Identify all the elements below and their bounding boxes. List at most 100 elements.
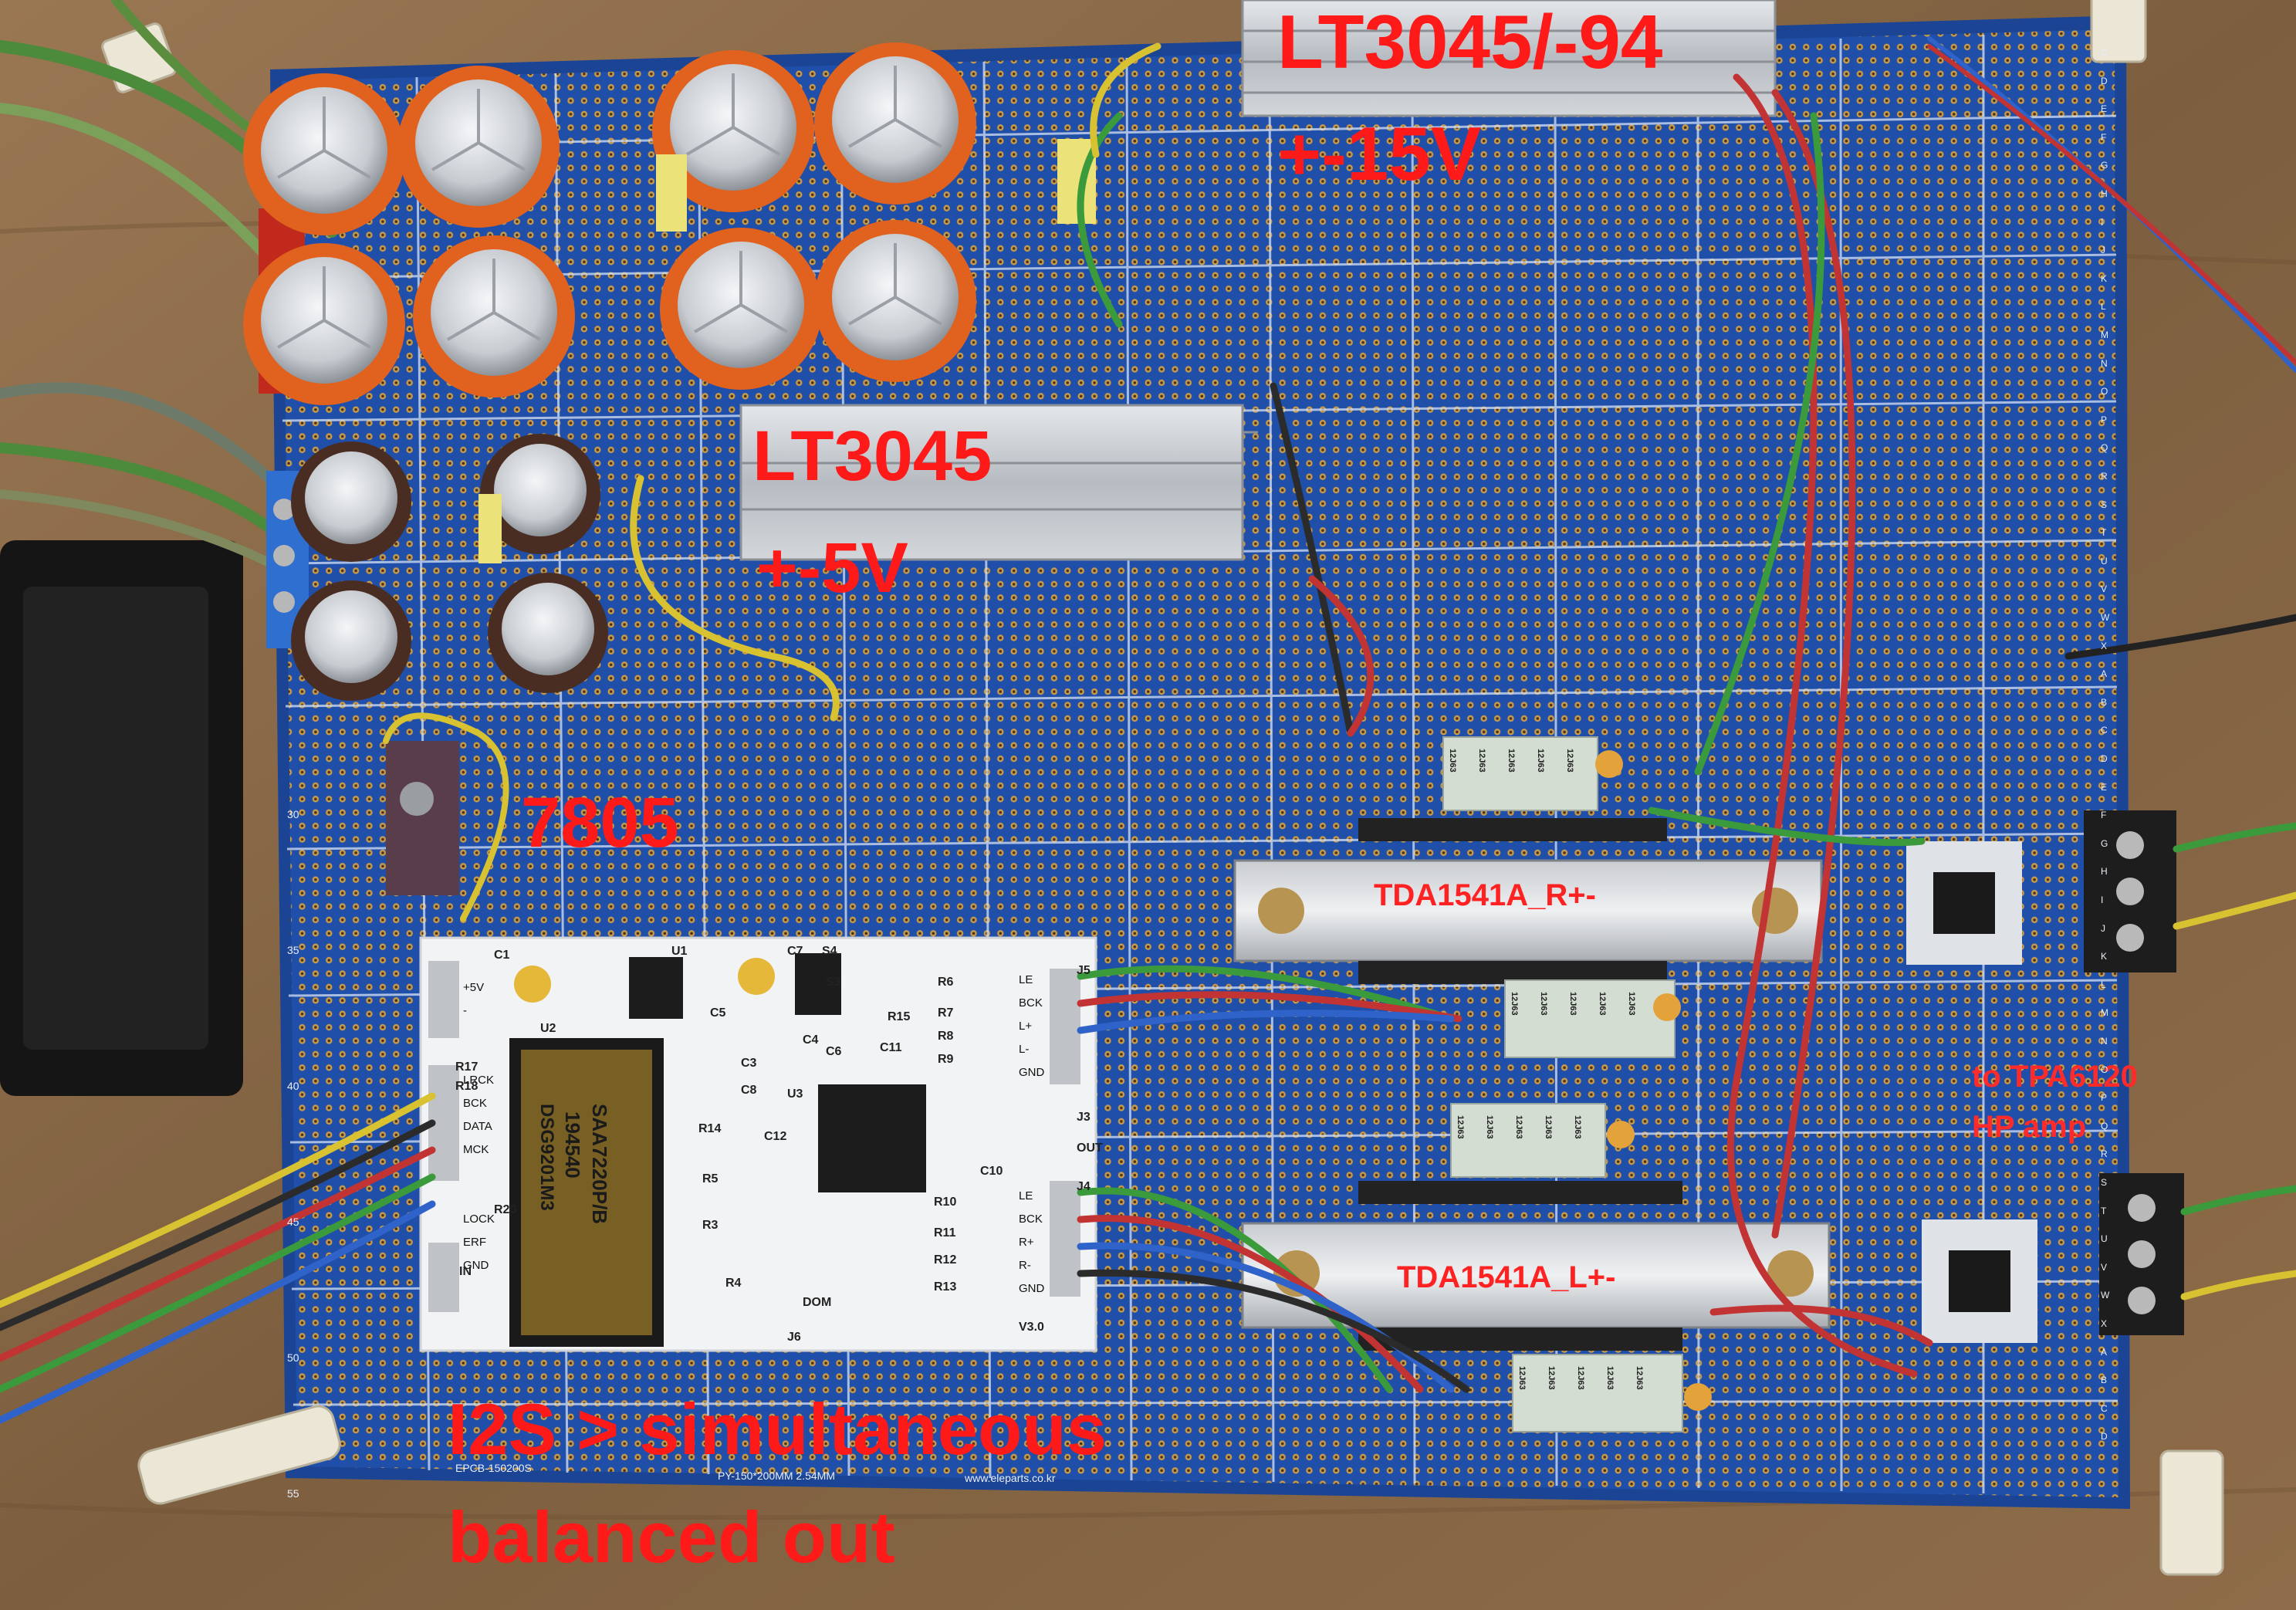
label-regulator-15v-voltage: +-15V — [1277, 111, 1482, 196]
heatsink-7805 — [386, 741, 459, 895]
column-letter: T — [2101, 1205, 2107, 1216]
column-letter: A — [2101, 668, 2108, 680]
resistor-mark: 12J63 — [1635, 1366, 1644, 1390]
column-letter: R — [2101, 471, 2108, 482]
resistor-mark: 12J63 — [1568, 992, 1577, 1016]
column-letter: O — [2101, 386, 2108, 397]
resistor-mark: 12J63 — [1547, 1366, 1556, 1390]
component-ref-j5: J5 — [1077, 964, 1091, 977]
pin-label: DATA — [463, 1120, 492, 1133]
heatsink-lt3045-5v — [739, 404, 1244, 561]
resistor-mark: 12J63 — [1477, 749, 1486, 773]
pin-label: L+ — [1019, 1020, 1033, 1033]
column-letter: C — [2101, 47, 2108, 58]
resistor-mark: 12J63 — [1573, 1115, 1582, 1139]
orange-capacitor-bank — [243, 42, 1096, 405]
component-ref-u3: U3 — [787, 1087, 803, 1101]
component-ref-r14: R14 — [698, 1122, 722, 1135]
component-ref-c7: C7 — [787, 945, 803, 958]
column-letter: K — [2101, 951, 2108, 962]
column-letter: B — [2101, 696, 2108, 708]
resistor-arrays — [1442, 736, 1683, 1432]
column-letter: L — [2101, 301, 2106, 313]
chip-marking-main: SAA7220P/B — [588, 1104, 611, 1225]
resistor-mark: 12J63 — [1510, 992, 1519, 1016]
dac-module — [419, 936, 1097, 1352]
pin-label: R+ — [1019, 1236, 1034, 1249]
pin-label: R- — [1019, 1259, 1031, 1272]
label-regulator-5v-model: LT3045 — [752, 417, 992, 496]
component-ref-j6: J6 — [787, 1331, 801, 1344]
resistor-mark: 12J63 — [1605, 1366, 1615, 1390]
component-ref-c4: C4 — [803, 1033, 819, 1047]
caption-line1: I2S > simultaneous — [448, 1388, 1107, 1470]
pin-label: BCK — [463, 1097, 487, 1110]
resistor-mark: 12J63 — [1456, 1115, 1465, 1139]
heatsink-lt3045-15v — [1241, 0, 1777, 117]
row-number: 35 — [287, 944, 299, 956]
resistor-mark: 12J63 — [1576, 1366, 1585, 1390]
label-regulator-15v-model: LT3045/-94 — [1277, 0, 1663, 84]
column-letter: N — [2101, 357, 2108, 369]
signal-wires — [0, 36, 2296, 1424]
pin-label: +5V — [463, 981, 485, 994]
column-letter: C — [2101, 725, 2108, 736]
component-ref-r17: R17 — [455, 1060, 478, 1074]
component-ref-out: OUT — [1077, 1142, 1103, 1155]
column-letter: M — [2101, 1007, 2108, 1019]
column-letter: D — [2101, 75, 2108, 86]
row-number: 30 — [287, 808, 299, 820]
pin-label: GND — [1019, 1282, 1045, 1295]
pin-label: GND — [1019, 1066, 1045, 1079]
component-ref-c8: C8 — [741, 1084, 757, 1097]
resistor-mark: 12J63 — [1565, 749, 1574, 773]
column-letter: C — [2101, 1402, 2108, 1414]
pin-label: - — [463, 1004, 467, 1017]
component-ref-c3: C3 — [741, 1057, 757, 1070]
column-letter: B — [2101, 1375, 2108, 1386]
pcb-site: www.eleparts.co.kr — [965, 1472, 1056, 1484]
pin-label: LE — [1019, 973, 1033, 986]
component-ref-r18: R18 — [455, 1080, 478, 1093]
column-letter: F — [2101, 810, 2107, 821]
component-ref-c5: C5 — [710, 1006, 726, 1020]
resistor-mark: 12J63 — [1539, 992, 1548, 1016]
column-letter: U — [2101, 1233, 2108, 1245]
pcb-model: EPCB-150200S — [455, 1462, 532, 1474]
column-letter: L — [2101, 979, 2106, 990]
component-ref-r5: R5 — [702, 1172, 719, 1186]
column-letter: K — [2101, 272, 2108, 284]
row-number: 50 — [287, 1351, 299, 1364]
resistor-mark: 12J63 — [1598, 992, 1607, 1016]
label-tpa6120-line1: to TPA6120 — [1972, 1060, 2138, 1094]
column-letter: X — [2101, 1318, 2108, 1329]
component-ref-r12: R12 — [934, 1253, 957, 1267]
pin-label: L- — [1019, 1043, 1030, 1056]
dac-pin-labels-left: +5V - LRCK BCK DATA MCK LOCK ERF GND — [463, 976, 495, 1277]
component-ref-r10: R10 — [934, 1196, 957, 1209]
column-letter: V — [2101, 1261, 2108, 1273]
pin-label: LE — [1019, 1189, 1033, 1202]
caption-line2: balanced out — [448, 1497, 895, 1578]
component-ref-j3: J3 — [1077, 1111, 1091, 1124]
chip-marking-code: 194540 — [561, 1111, 584, 1179]
column-letter: I — [2101, 895, 2104, 905]
column-letter: V — [2101, 583, 2108, 595]
resistor-mark: 12J63 — [1448, 749, 1457, 773]
pin-label: LOCK — [463, 1213, 495, 1226]
component-ref-s4: S4 — [822, 945, 837, 958]
column-letter: A — [2101, 1346, 2108, 1358]
column-letter: U — [2101, 555, 2108, 567]
standoffs — [101, 0, 2224, 1576]
component-ref-c12: C12 — [764, 1130, 787, 1143]
component-ref-u2: U2 — [540, 1022, 556, 1035]
component-ref-r8: R8 — [938, 1030, 954, 1043]
column-letter: P — [2101, 1092, 2108, 1104]
component-ref-r20: R20 — [494, 1203, 517, 1216]
column-letter: H — [2101, 866, 2108, 878]
pcb-size: PY-150*200MM 2.54MM — [718, 1470, 836, 1482]
component-ref-dom: DOM — [803, 1296, 832, 1309]
pin-label: BCK — [1019, 996, 1043, 1010]
column-letter: S — [2101, 1177, 2108, 1188]
